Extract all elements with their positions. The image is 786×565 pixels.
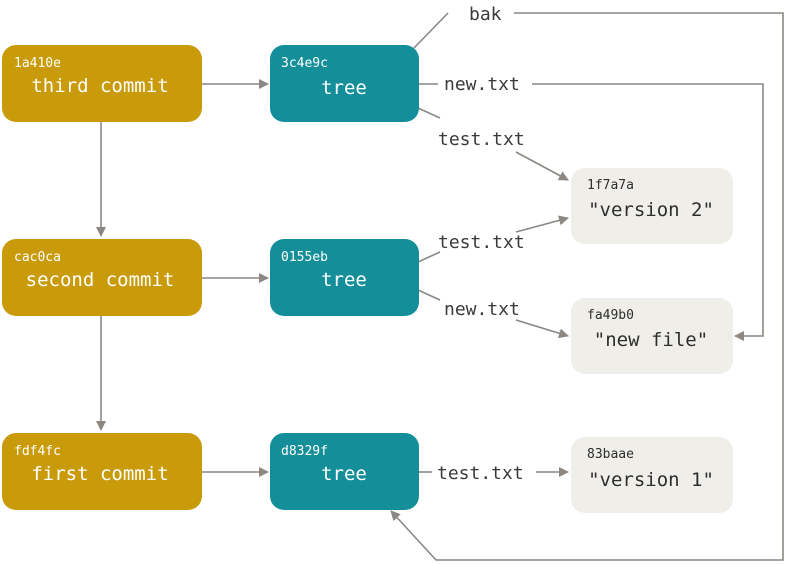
- edge-labels: bak new.txt test.txt test.txt new.txt te…: [437, 4, 525, 484]
- edge-label-tree1-new: new.txt: [444, 74, 520, 95]
- blob-id: fa49b0: [587, 308, 634, 323]
- commit-node[interactable]: 1a410e third commit: [2, 45, 202, 122]
- edge-tree2-test-stub: [417, 251, 441, 263]
- tree-label: tree: [321, 77, 367, 99]
- edge-label-tree2-test: test.txt: [438, 232, 525, 253]
- commit-message: second commit: [26, 269, 175, 291]
- edge-label-tree3-test: test.txt: [437, 463, 524, 484]
- blob-content: "new file": [594, 329, 708, 351]
- commit-box: [2, 239, 202, 316]
- tree-id: 3c4e9c: [281, 56, 328, 71]
- tree-node[interactable]: 3c4e9c tree: [270, 45, 419, 122]
- tree-node[interactable]: d8329f tree: [270, 433, 419, 510]
- commit-id: fdf4fc: [14, 444, 61, 459]
- commit-nodes: 1a410e third commit cac0ca second commit…: [2, 45, 202, 510]
- edge-tree2-test: [515, 215, 569, 233]
- tree-node[interactable]: 0155eb tree: [270, 239, 419, 316]
- commit-message: third commit: [31, 75, 168, 97]
- blob-node[interactable]: 83baae "version 1": [571, 437, 733, 513]
- edge-tree1-bak: [390, 12, 784, 561]
- blob-node[interactable]: 1f7a7a "version 2": [571, 168, 733, 244]
- commit-node[interactable]: fdf4fc first commit: [2, 433, 202, 510]
- tree-label: tree: [321, 269, 367, 291]
- tree-id: d8329f: [281, 444, 328, 459]
- blob-id: 1f7a7a: [587, 178, 634, 193]
- commit-id: 1a410e: [14, 56, 61, 71]
- blob-id: 83baae: [587, 447, 634, 462]
- blob-nodes: 1f7a7a "version 2" fa49b0 "new file" 83b…: [571, 168, 733, 513]
- edge-tree1-test-stub: [417, 107, 441, 119]
- tree-id: 0155eb: [281, 250, 328, 265]
- blob-box: [571, 437, 733, 513]
- blob-node[interactable]: fa49b0 "new file": [571, 298, 733, 374]
- commit-id: cac0ca: [14, 250, 61, 265]
- tree-label: tree: [321, 463, 367, 485]
- edges: [96, 12, 784, 561]
- edge-label-tree2-new: new.txt: [444, 299, 520, 320]
- commit-box: [2, 433, 202, 510]
- blob-content: "version 1": [588, 469, 714, 491]
- edge-tree1-bak-stub: [413, 12, 449, 49]
- tree-box: [270, 239, 419, 316]
- edge-tree1-test: [515, 151, 569, 181]
- edge-label-bak: bak: [469, 4, 502, 25]
- blob-box: [571, 298, 733, 374]
- tree-box: [270, 45, 419, 122]
- edge-tree2-new: [515, 319, 569, 339]
- commit-box: [2, 45, 202, 122]
- edge-label-tree1-test: test.txt: [438, 129, 525, 150]
- blob-box: [571, 168, 733, 244]
- blob-content: "version 2": [588, 199, 714, 221]
- tree-box: [270, 433, 419, 510]
- edge-tree2-new-stub: [417, 289, 441, 301]
- edge-tree1-new: [532, 83, 764, 341]
- commit-node[interactable]: cac0ca second commit: [2, 239, 202, 316]
- tree-nodes: 3c4e9c tree 0155eb tree d8329f tree: [270, 45, 419, 510]
- commit-message: first commit: [31, 463, 168, 485]
